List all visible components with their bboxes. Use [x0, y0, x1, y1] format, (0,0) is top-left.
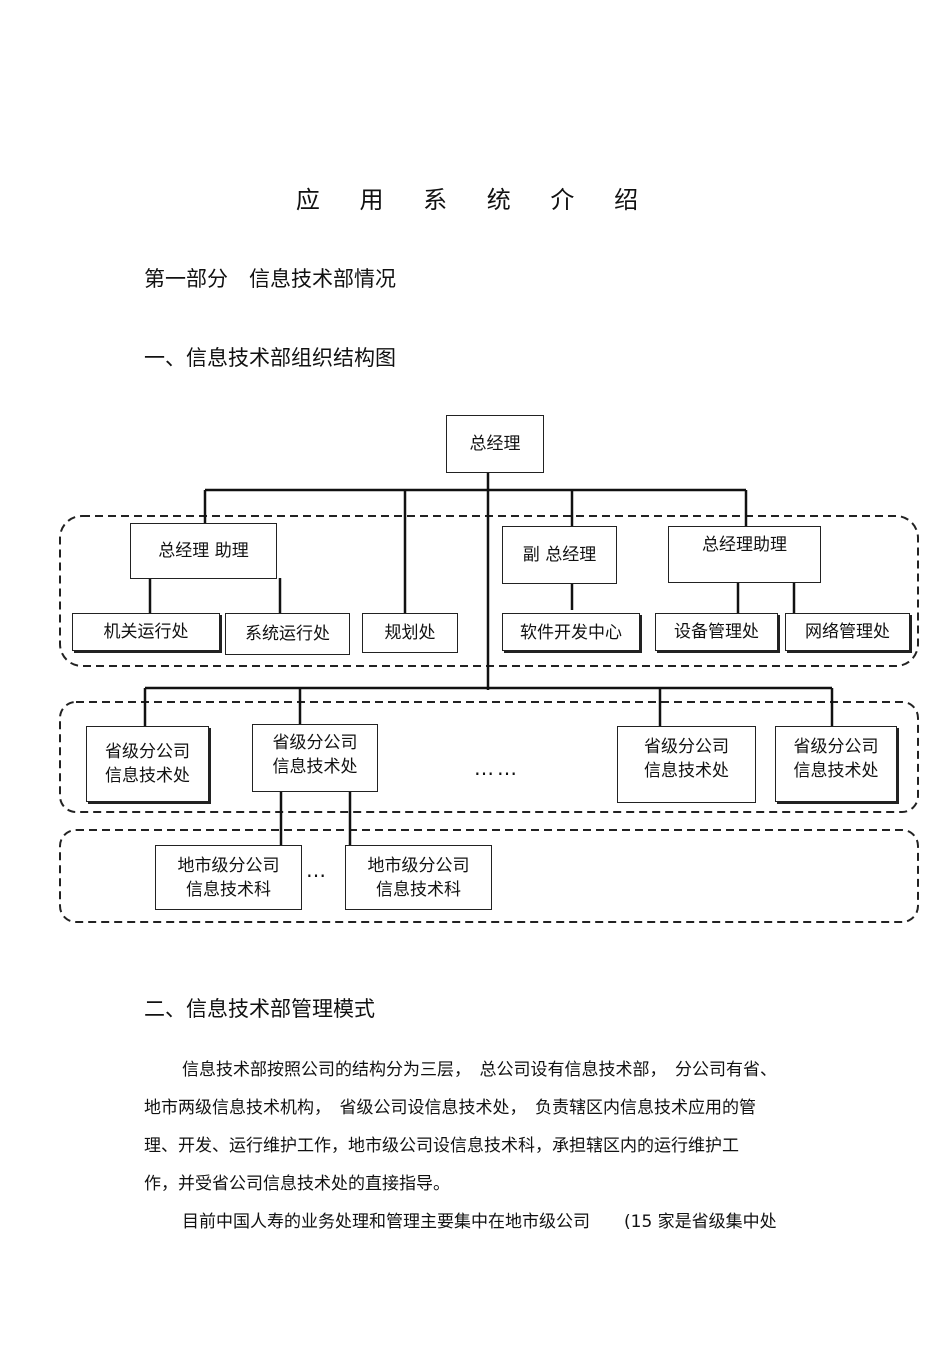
section2-heading: 二、信息技术部管理模式 — [144, 997, 375, 1021]
org-city-2: 地市级分公司信息技术科 — [345, 845, 492, 910]
org-chart: 总经理 总经理 助理 副 总经理 总经理助理 机关运行处 系统运行处 规划处 软… — [0, 400, 950, 940]
org-dept-xitong: 系统运行处 — [225, 613, 350, 655]
org-province-4: 省级分公司信息技术处 — [775, 726, 897, 802]
para1-line1: 信息技术部按照公司的结构分为三层， 总公司设有信息技术部， 分公司有省、 — [182, 1060, 777, 1080]
para1-line3: 理、开发、运行维护工作，地市级公司设信息技术科，承担辖区内的运行维护工 — [144, 1136, 739, 1156]
document-title: 应 用 系 统 介 绍 — [295, 186, 655, 214]
org-assistant-gm-right: 总经理助理 — [668, 526, 821, 583]
province-group-frame — [59, 701, 919, 813]
org-dept-jiguan: 机关运行处 — [72, 613, 220, 651]
part-heading: 第一部分 信息技术部情况 — [144, 267, 396, 291]
body-paragraph: 信息技术部按照公司的结构分为三层， 总公司设有信息技术部， 分公司有省、 地市两… — [144, 1051, 809, 1241]
para1-line4: 作，并受省公司信息技术处的直接指导。 — [144, 1174, 450, 1194]
org-vice-gm: 副 总经理 — [502, 526, 617, 584]
org-province-3: 省级分公司信息技术处 — [617, 726, 756, 803]
org-chart-lines — [59, 472, 919, 923]
org-dept-guihua: 规划处 — [362, 613, 458, 653]
para2-line1: 目前中国人寿的业务处理和管理主要集中在地市级公司 (15 家是省级集中处 — [182, 1212, 777, 1232]
org-province-2: 省级分公司信息技术处 — [252, 724, 378, 792]
org-province-1: 省级分公司信息技术处 — [86, 726, 209, 802]
org-dept-shebei: 设备管理处 — [655, 613, 778, 651]
org-dept-wangluo: 网络管理处 — [785, 613, 910, 651]
province-ellipsis: …… — [474, 756, 520, 780]
org-dept-ruanjian: 软件开发中心 — [502, 613, 640, 651]
org-city-1: 地市级分公司信息技术科 — [155, 845, 302, 910]
section1-heading: 一、信息技术部组织结构图 — [144, 346, 396, 370]
para1-line2: 地市两级信息技术机构， 省级公司设信息技术处， 负责辖区内信息技术应用的管 — [144, 1098, 756, 1118]
city-ellipsis: … — [306, 858, 329, 882]
connector-lines — [143, 472, 834, 845]
org-assistant-gm-left: 总经理 助理 — [130, 523, 277, 579]
org-general-manager: 总经理 — [446, 415, 544, 473]
